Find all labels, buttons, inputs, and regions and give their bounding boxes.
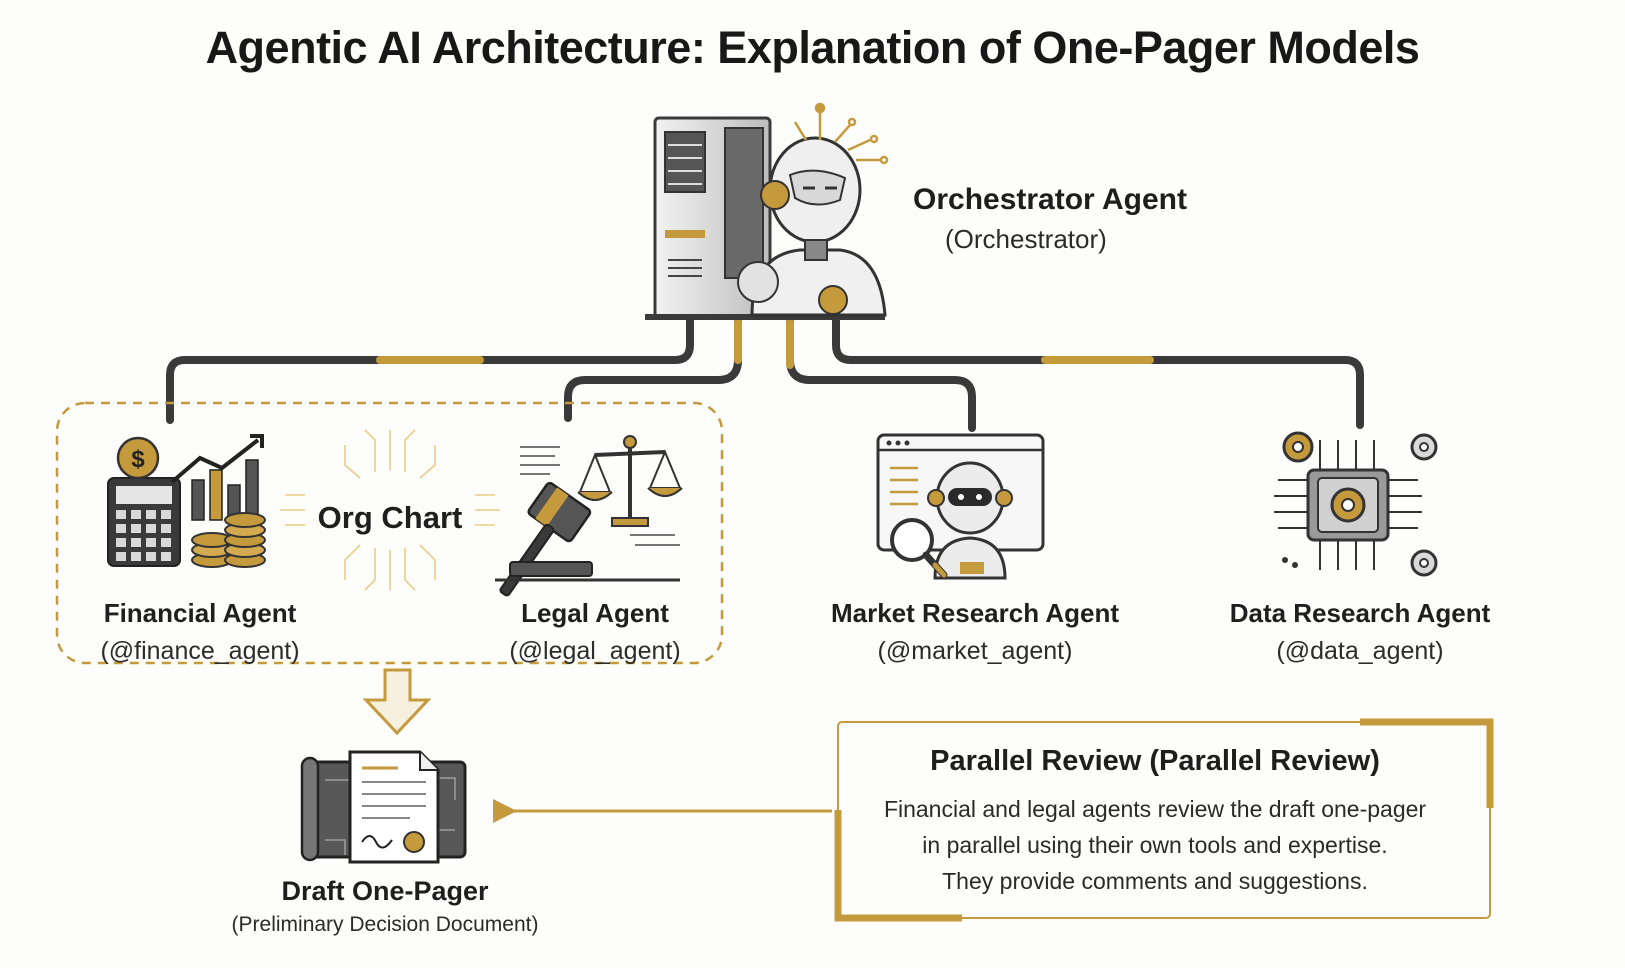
agent-name-market: Market Research Agent xyxy=(830,598,1120,628)
chip-gears-icon xyxy=(1274,431,1438,577)
connector-lines xyxy=(166,314,1364,432)
agent-name-legal: Legal Agent xyxy=(521,598,669,628)
orchestrator-name: Orchestrator Agent xyxy=(913,183,1187,216)
review-title: Parallel Review (Parallel Review) xyxy=(930,745,1380,777)
connector-data xyxy=(832,314,1364,429)
document-blueprint-icon xyxy=(300,750,467,864)
svg-text:$: $ xyxy=(131,446,145,473)
agent-name-data: Data Research Agent xyxy=(1229,598,1491,628)
agent-handle-financial: (@finance_agent) xyxy=(100,637,300,665)
agent-handle-market: (@market_agent) xyxy=(877,637,1073,665)
connector-financial xyxy=(166,314,694,424)
review-line: They provide comments and suggestions. xyxy=(942,868,1368,894)
page-title: Agentic AI Architecture: Explanation of … xyxy=(205,22,1420,73)
connector-market xyxy=(786,314,976,432)
agent-handle-legal: (@legal_agent) xyxy=(509,637,681,665)
server-robot-icon xyxy=(645,102,889,320)
agent-handle-data: (@data_agent) xyxy=(1276,637,1444,665)
robot-magnifier-icon xyxy=(876,433,1045,580)
review-box-frame xyxy=(834,718,1494,922)
review-line: in parallel using their own tools and ex… xyxy=(922,832,1388,858)
orchestrator-subtitle: (Orchestrator) xyxy=(945,224,1107,254)
scales-gavel-icon xyxy=(495,435,683,597)
finance-calculator-coins-icon: $ xyxy=(107,434,266,568)
org-chart-label: Org Chart xyxy=(317,500,463,535)
agent-name-financial: Financial Agent xyxy=(103,598,297,628)
review-line: Financial and legal agents review the dr… xyxy=(883,796,1427,822)
draft-title: Draft One-Pager xyxy=(281,876,489,906)
circuit-burst-icon xyxy=(280,429,500,591)
org-chart-group-box xyxy=(55,401,724,665)
draft-subtitle: (Preliminary Decision Document) xyxy=(231,913,539,936)
connector-legal xyxy=(564,314,742,422)
down-arrow-icon xyxy=(362,668,432,736)
